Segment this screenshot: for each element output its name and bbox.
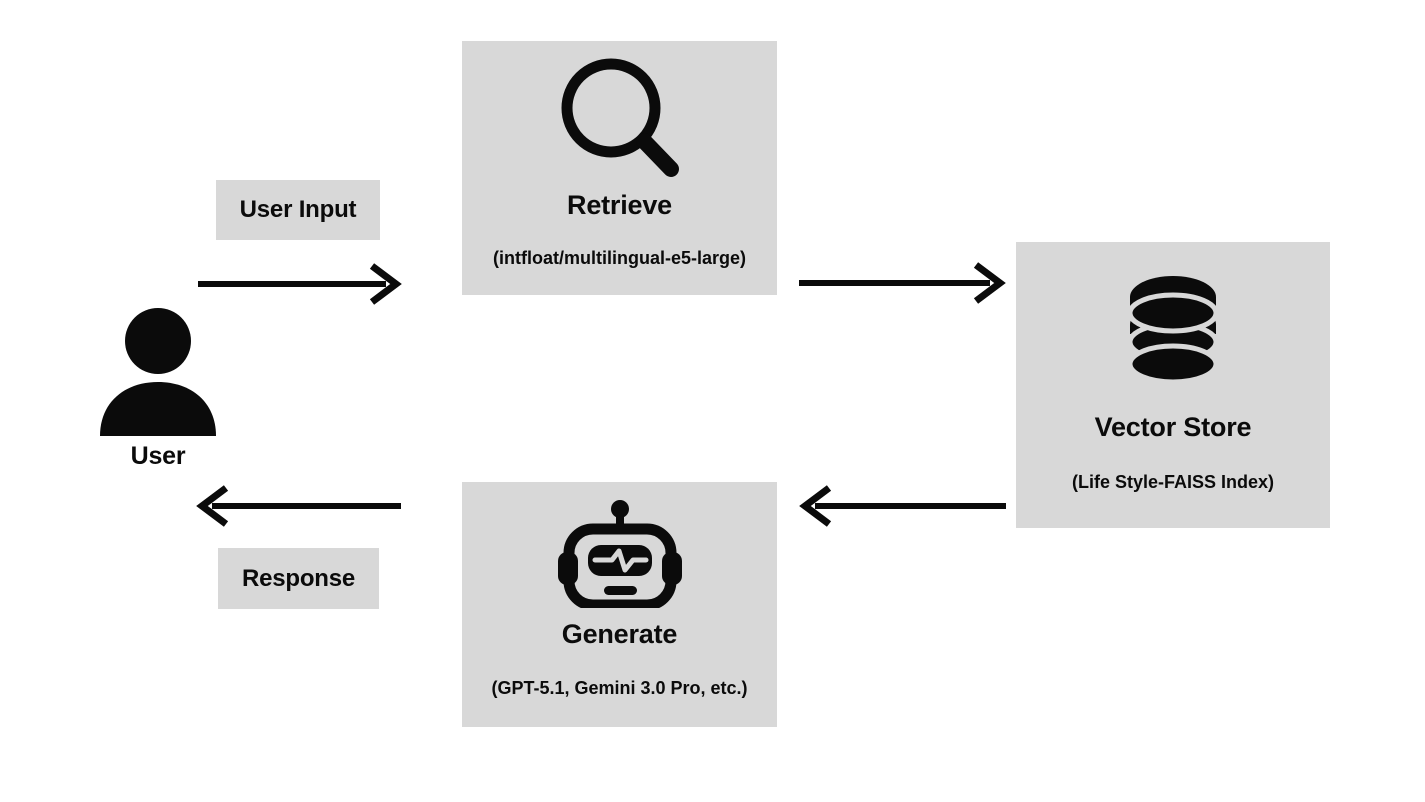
node-vector-store-subtitle: (Life Style-FAISS Index)	[1071, 472, 1275, 492]
magnifying-glass-icon	[560, 56, 680, 178]
database-stack-icon	[1127, 275, 1219, 385]
arrow-user-to-retrieve	[196, 263, 402, 305]
node-vector-store: Vector Store (Life Style-FAISS Index)	[1016, 242, 1330, 528]
chip-user-input-label: User Input	[239, 196, 357, 223]
arrow-retrieve-to-vector	[796, 262, 1006, 304]
chip-response-label: Response	[241, 564, 356, 592]
chip-user-input: User Input	[216, 180, 380, 240]
node-retrieve-subtitle: (intfloat/multilingual-e5-large)	[492, 248, 746, 268]
user-actor: User	[96, 303, 220, 478]
robot-head-icon	[557, 500, 683, 611]
chip-response: Response	[218, 548, 379, 609]
node-retrieve: Retrieve (intfloat/multilingual-e5-large…	[462, 41, 777, 295]
node-vector-store-title: Vector Store	[1094, 412, 1252, 442]
user-person-icon	[96, 303, 220, 436]
arrow-vector-to-generate	[799, 485, 1009, 527]
arrow-generate-to-user	[196, 485, 404, 527]
node-generate: Generate (GPT-5.1, Gemini 3.0 Pro, etc.)	[462, 482, 777, 727]
node-generate-subtitle: (GPT-5.1, Gemini 3.0 Pro, etc.)	[491, 678, 748, 698]
user-caption-label: User	[130, 442, 186, 470]
node-generate-title: Generate	[561, 619, 678, 649]
node-retrieve-title: Retrieve	[567, 190, 672, 220]
